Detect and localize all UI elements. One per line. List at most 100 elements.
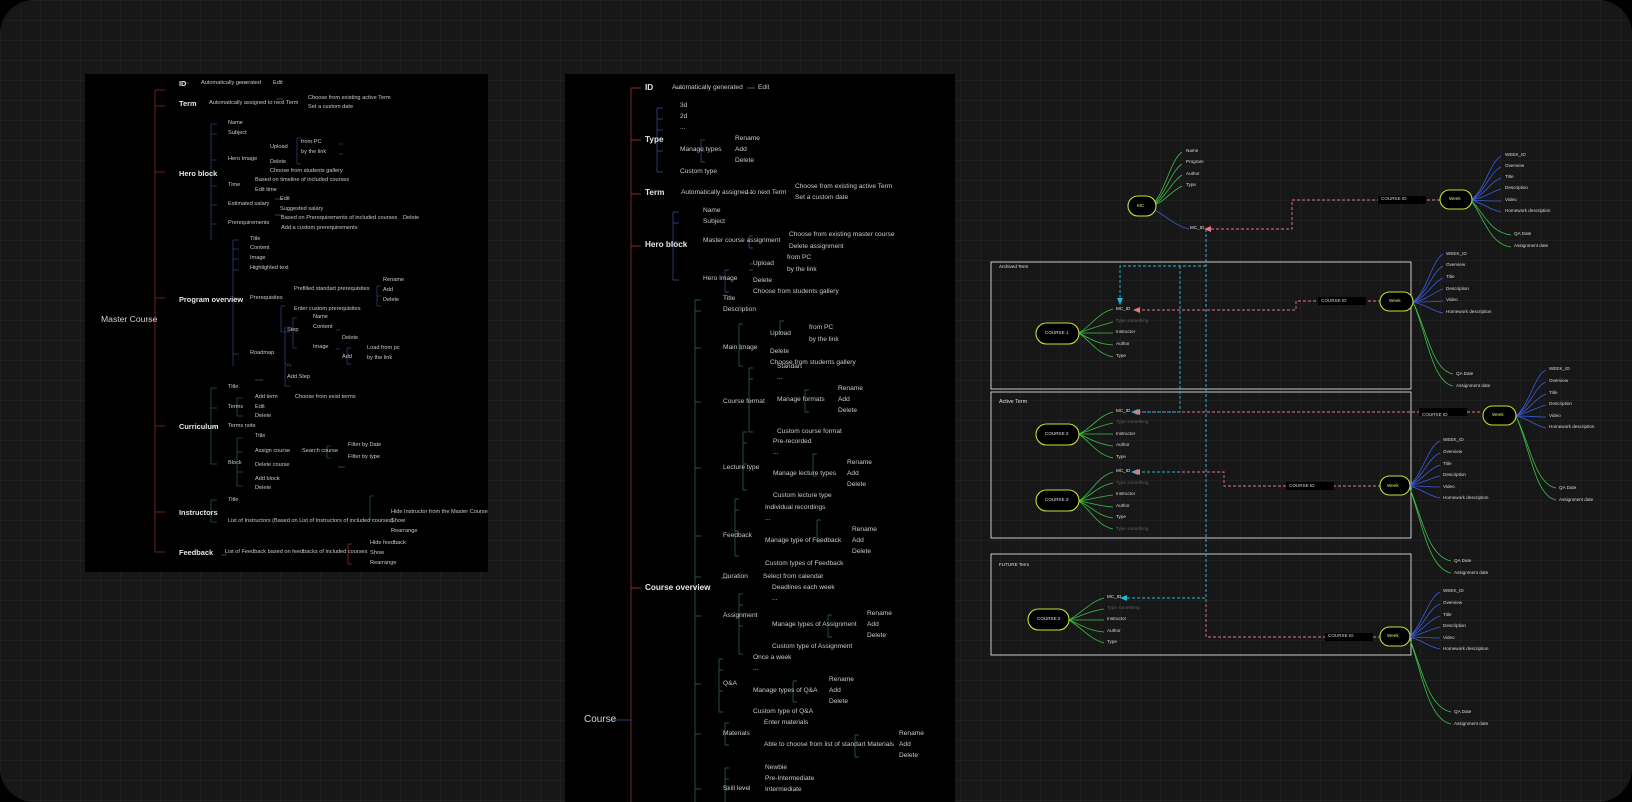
course-id-edit: Edit (758, 84, 770, 91)
archived-week-description: Description (1446, 286, 1469, 291)
archived-week-homework: Homework description (1446, 309, 1492, 314)
future-instructor: Instructor (1107, 616, 1127, 621)
course-ov-fmt-delete: Delete (838, 407, 858, 414)
mc-curriculum-delete: Delete (255, 413, 272, 419)
mc-hero-from-pc: from PC (301, 139, 322, 145)
hero-branches (210, 123, 217, 240)
future-course-2-node (1027, 608, 1070, 631)
active-term-frame (990, 391, 1412, 539)
mc-curriculum-title: Title (228, 384, 239, 390)
mc-curriculum-filter-type: Filter by type (348, 454, 381, 460)
active-a-week-id: WEEK_ID (1549, 366, 1570, 371)
course-ov-custom-qa: Custom type of Q&A (753, 708, 814, 715)
course-hero-name: Name (703, 207, 721, 214)
mc-curriculum-add-term: Add term (255, 394, 278, 400)
future-term-frame (990, 553, 1412, 656)
course-ov-description: Description (723, 306, 756, 313)
mc-hero-salary-edit: Edit (280, 196, 290, 202)
mc-course-id-link (1206, 199, 1440, 230)
mc-hero-timeline: Based on timeline of included courses (255, 177, 350, 183)
course-ov-lec-add: Add (847, 470, 859, 477)
course-hero-by-link: by the link (787, 266, 817, 273)
course-3-instructor: Instructor (1116, 491, 1136, 496)
course-ov-pre-int: Pre-Intermediate (765, 775, 815, 782)
course-ov-as-ellipsis: ... (772, 595, 778, 602)
active-b-title: Title (1443, 461, 1452, 466)
course-ov-custom-format: Custom course format (777, 428, 842, 435)
course-type-2d: 2d (680, 113, 688, 120)
mc-hero-prereq-based: Based on Prerequirements of included cou… (281, 215, 398, 221)
course-type-label: Type (645, 135, 664, 144)
mc-program-step-image: Image (313, 344, 329, 350)
course-root-label: Course (584, 714, 617, 725)
course-2-type: Type (1116, 454, 1126, 459)
course-ov-newbie: Newbie (765, 764, 787, 771)
future-week-label: Week (1387, 633, 1399, 638)
course-term-label: Term (645, 188, 665, 197)
mc-program-add: Add (383, 287, 393, 293)
course-3-type: Type (1116, 514, 1126, 519)
course-ov-skill: Skill level (723, 785, 751, 792)
mc-curriculum-add-block: Add block (255, 476, 280, 482)
course-ov-deadlines: Deadlines each week (772, 584, 835, 591)
mc-curriculum-block: Block (228, 460, 242, 466)
course-ov-individual: Individual recordings (765, 504, 826, 511)
mc-feedback-show: Show (370, 550, 384, 556)
course-overview-label: Course overview (645, 583, 711, 592)
mc-week-assignment-date: Assignment date (1514, 243, 1549, 248)
active-week-node-a (1482, 405, 1517, 426)
mc-curriculum-existing: Choose from exist terms (295, 394, 356, 400)
mc-curriculum-label: Curriculum (179, 422, 219, 431)
future-type-something: Type something (1107, 605, 1140, 610)
course-1-type-something: Type something (1116, 318, 1149, 323)
mc-program-custom: Enter custom prerequisites (294, 306, 361, 312)
mc-id-edit: Edit (273, 80, 283, 86)
mc-course-id-label: COURSE ID (1381, 196, 1407, 201)
mc-program-by-link: by the link (367, 355, 393, 361)
course-ov-calendar: Select from calendar (763, 573, 824, 580)
future-qa-date: QA Date (1454, 709, 1472, 714)
course-1-author: Author (1116, 341, 1130, 346)
course-hero-image: Hero Image (703, 275, 738, 282)
mc-node (1127, 195, 1157, 217)
active-course-id-label-b: COURSE ID (1289, 483, 1315, 488)
mc-program-img-delete: Delete (342, 335, 359, 341)
course-ov-manage-qa: Manage types of Q&A (753, 687, 818, 694)
mc-instructors-label: Instructors (179, 508, 218, 517)
mc-program-prefilled: Prefilled standart prerequisites (294, 286, 370, 292)
future-week-node (1379, 626, 1411, 647)
mc-instructors-rearrange: Rearrange (391, 528, 418, 534)
course-2-type-something: Type something (1116, 419, 1149, 424)
course-mindmap: Course ID Automatically generated Edit T… (565, 74, 955, 802)
mc-week-id: WEEK_ID (1505, 152, 1526, 157)
spine-ticks (155, 89, 165, 553)
archived-week-video: Video (1446, 297, 1458, 302)
active-a-homework: Homework description (1549, 424, 1595, 429)
mc-program-img-add: Add (342, 354, 352, 360)
course-ov-intermediate: Intermediate (765, 786, 802, 793)
course-type-custom: Custom type (680, 168, 718, 175)
course-ov-fmt-add: Add (838, 396, 850, 403)
course-ov-from-pc: from PC (809, 324, 834, 331)
mc-program-ellipsis: ... (287, 362, 292, 368)
mc-hero-salary: Estimated salary (228, 201, 270, 207)
master-course-branches (147, 82, 381, 565)
mc-hero-name: Name (228, 120, 243, 126)
mc-week-node (1439, 189, 1473, 210)
course-3-author: Author (1116, 503, 1130, 508)
mc-program-step-name: Name (313, 314, 328, 320)
mc-hero-delete: Delete (270, 159, 287, 165)
course-1-mc-id: MC_ID (1116, 306, 1131, 311)
course-ov-custom-lecture: Custom lecture type (773, 492, 832, 499)
course-ov-qa: Q&A (723, 680, 737, 687)
mc-term-custom: Set a custom date (308, 104, 354, 110)
future-assignment-date: Assignment date (1454, 721, 1489, 726)
archived-week-label: Week (1389, 298, 1401, 303)
course-ov-standart: Standart (777, 363, 802, 370)
mc-instructors-hide: Hide Instructor from the Master Course (391, 509, 488, 515)
course-ov-main-image: Main Image (723, 344, 758, 351)
course-1-node (1035, 322, 1080, 345)
mc-hero-upload: Upload (270, 144, 288, 150)
mc-hero-edit-time: Edit time (255, 187, 277, 193)
mc-hero-gallery: Choose from students gallery (270, 168, 343, 174)
